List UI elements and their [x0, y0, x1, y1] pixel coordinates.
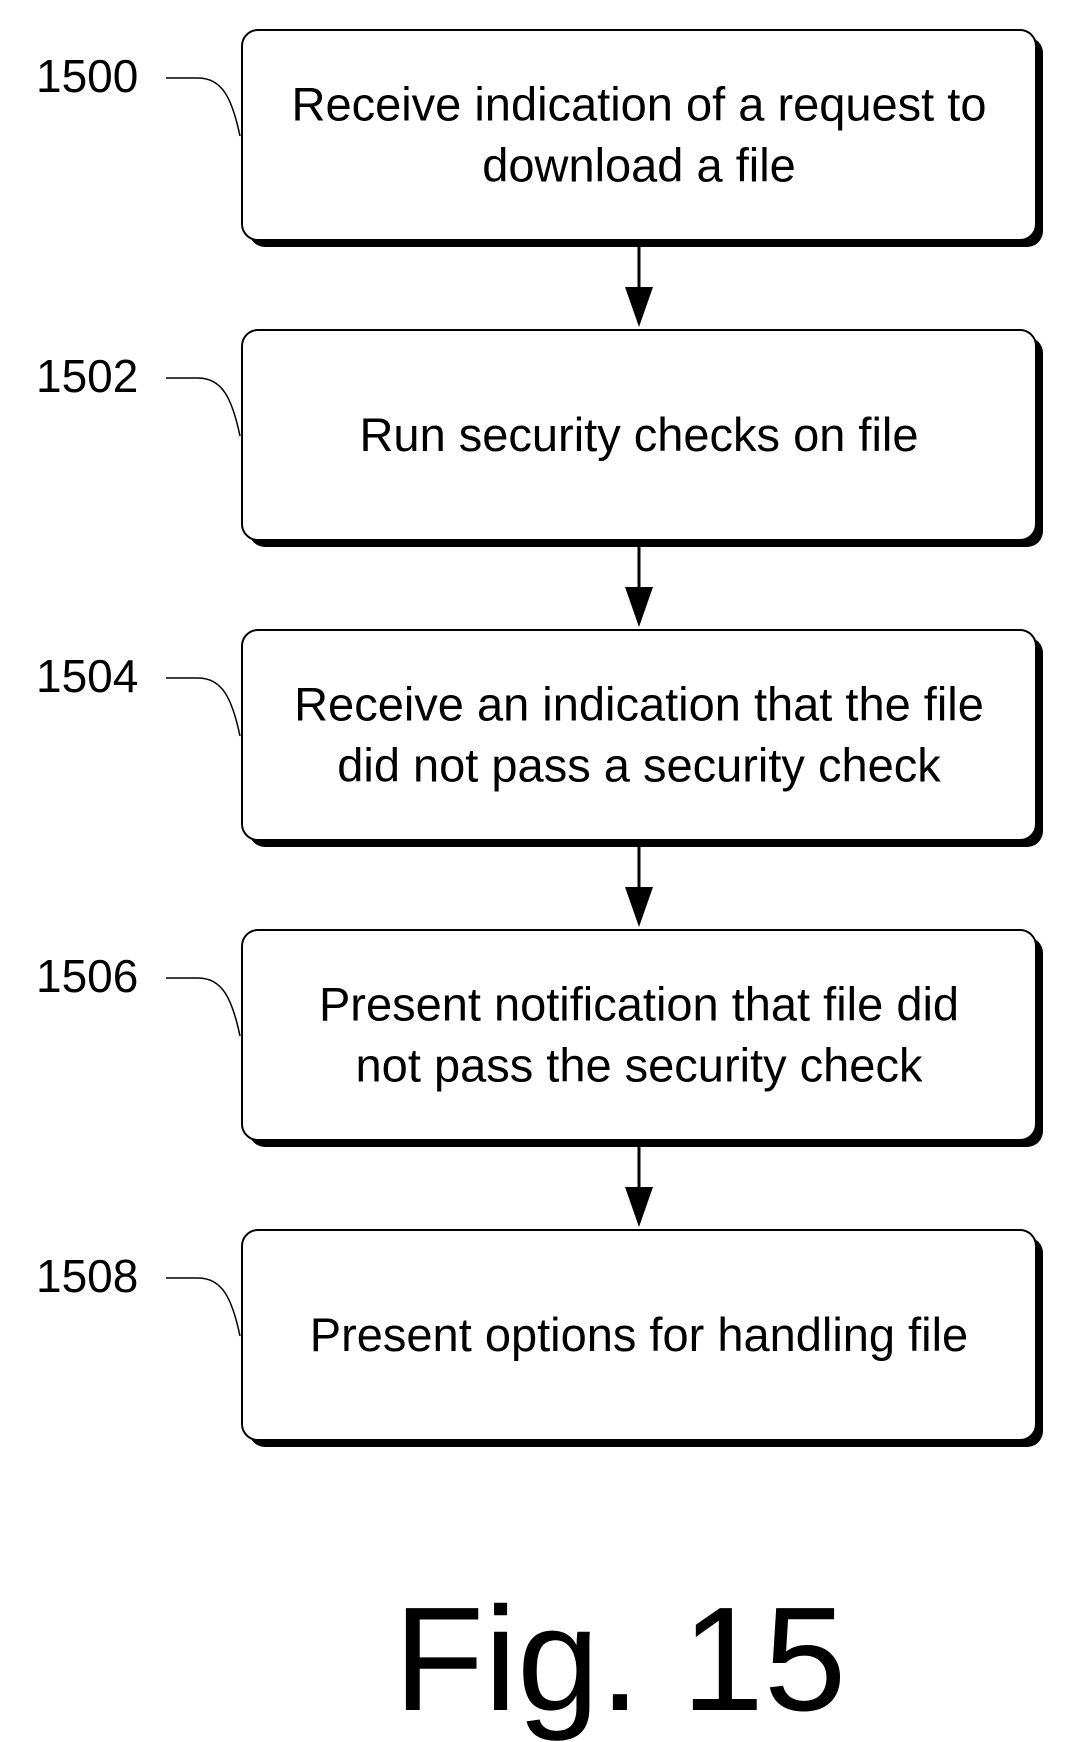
steps-layer: Receive indication of a request to downlo… — [36, 30, 1043, 1447]
flow-step-1506: Present notification that file did not pa… — [36, 930, 1043, 1147]
step-text-line: not pass the security check — [356, 1039, 923, 1092]
reference-numeral: 1502 — [36, 350, 138, 402]
step-text-line: Receive an indication that the file — [294, 678, 984, 731]
step-box — [242, 630, 1036, 840]
leader-line — [166, 978, 240, 1036]
reference-numeral: 1500 — [36, 50, 138, 102]
leader-line — [166, 678, 240, 736]
flow-step-1504: Receive an indication that the file did n… — [36, 630, 1043, 847]
reference-numeral: 1506 — [36, 950, 138, 1002]
flow-step-1500: Receive indication of a request to downlo… — [36, 30, 1043, 247]
step-text-line: download a file — [482, 139, 796, 192]
flow-arrow-head — [625, 587, 653, 627]
step-text-line: Run security checks on file — [359, 408, 918, 461]
leader-line — [166, 1278, 240, 1336]
flow-step-1508: Present options for handling file 1508 — [36, 1230, 1043, 1447]
step-text-line: did not pass a security check — [337, 739, 941, 792]
leader-line — [166, 78, 240, 136]
flow-arrow-head — [625, 887, 653, 927]
reference-numeral: 1504 — [36, 650, 138, 702]
step-text-line: Present options for handling file — [310, 1308, 968, 1361]
figure-caption: Fig. 15 — [394, 1577, 846, 1742]
flow-arrow-head — [625, 287, 653, 327]
step-text-line: Present notification that file did — [319, 978, 959, 1031]
step-text-line: Receive indication of a request to — [292, 78, 987, 131]
flow-arrow-head — [625, 1187, 653, 1227]
step-box — [242, 30, 1036, 240]
leader-line — [166, 378, 240, 436]
reference-numeral: 1508 — [36, 1250, 138, 1302]
flow-step-1502: Run security checks on file 1502 — [36, 330, 1043, 547]
step-box — [242, 930, 1036, 1140]
